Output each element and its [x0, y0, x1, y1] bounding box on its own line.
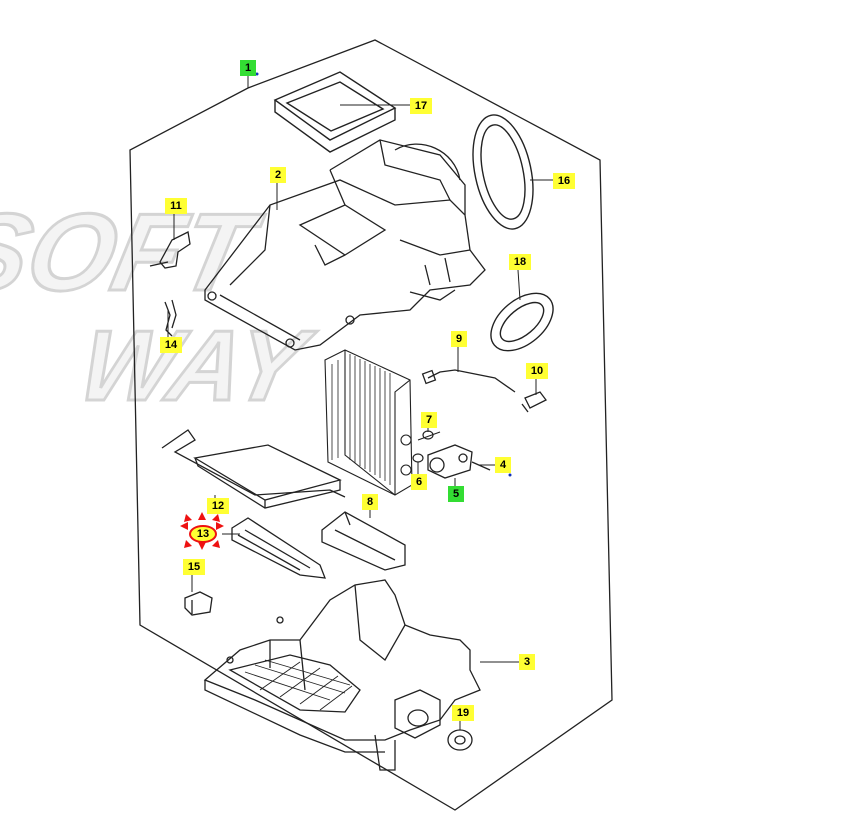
assembly-frame: [129, 39, 613, 811]
callout-9[interactable]: 9: [451, 331, 467, 347]
callout-10[interactable]: 10: [526, 363, 548, 379]
callout-4[interactable]: 4: [495, 457, 511, 473]
part-9-sensor: [421, 369, 516, 393]
callout-11[interactable]: 11: [165, 198, 187, 214]
callout-5[interactable]: 5: [448, 486, 464, 502]
callout-17[interactable]: 17: [410, 98, 432, 114]
part-5-valve: [427, 444, 491, 479]
callout-12[interactable]: 12: [207, 498, 229, 514]
part-17-gasket: [273, 71, 397, 153]
callout-2[interactable]: 2: [270, 167, 286, 183]
callout-18[interactable]: 18: [509, 254, 531, 270]
part-19-grommet: [447, 729, 473, 751]
marker-dot-1: [255, 72, 259, 76]
part-11-clip: [149, 231, 191, 269]
part-13-bracket: [231, 517, 326, 579]
callout-19[interactable]: 19: [452, 705, 474, 721]
callout-3[interactable]: 3: [519, 654, 535, 670]
part-12-filter: [161, 429, 346, 509]
callout-8[interactable]: 8: [362, 494, 378, 510]
selection-marker-13: [180, 512, 224, 550]
part-2-upper-case: [204, 139, 486, 351]
part-16-seal: [472, 114, 534, 230]
part-6-oring: [412, 453, 424, 463]
callout-13-selected[interactable]: 13: [189, 525, 217, 543]
marker-dot-4: [508, 473, 512, 477]
callout-14[interactable]: 14: [160, 337, 182, 353]
part-10-clip: [521, 391, 547, 413]
callout-1[interactable]: 1: [240, 60, 256, 76]
callout-15[interactable]: 15: [183, 559, 205, 575]
callout-6[interactable]: 6: [411, 474, 427, 490]
part-3-lower-case: [203, 579, 481, 771]
part-15-clip: [184, 591, 213, 616]
watermark: SOFT WAY: [0, 189, 324, 424]
part-18-seal: [490, 292, 554, 352]
callout-7[interactable]: 7: [421, 412, 437, 428]
callout-16[interactable]: 16: [553, 173, 575, 189]
watermark-line2: WAY: [70, 310, 323, 422]
part-8-bracket: [321, 511, 406, 571]
watermark-line1: SOFT: [0, 190, 271, 314]
